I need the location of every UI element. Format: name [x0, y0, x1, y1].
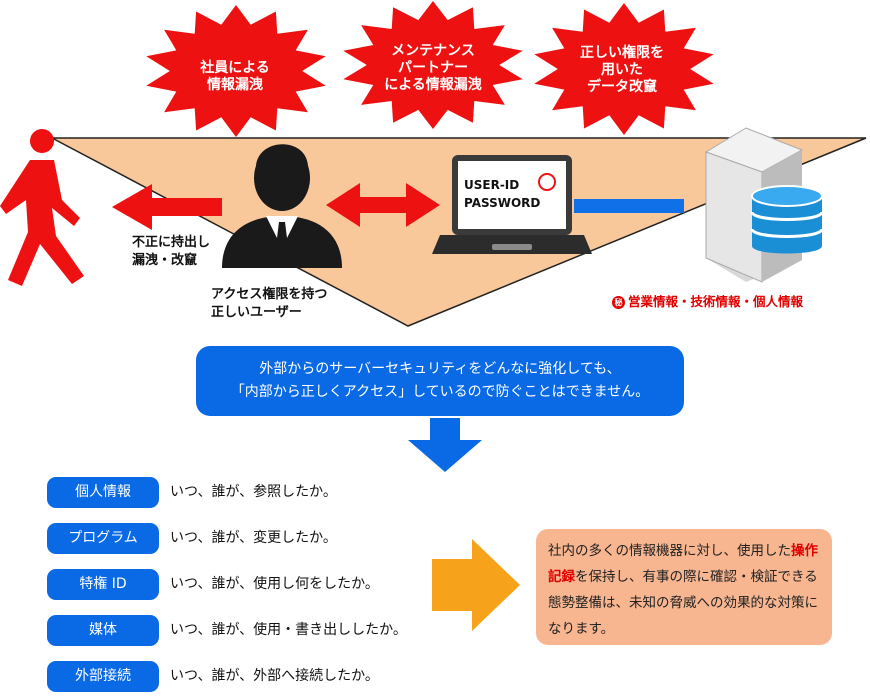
- summary-highlight: 操作記録: [548, 543, 818, 585]
- threat-label-2: メンテナンス パートナー による情報漏洩: [384, 43, 482, 93]
- message-line-2: 「内部から正しくアクセス」しているので防ぐことはできません。: [230, 384, 650, 400]
- message-line-1: 外部からのサーバーセキュリティをどんなに強化しても、: [259, 361, 621, 377]
- laptop-icon: [432, 155, 592, 254]
- tag-privileged-id: 特権 ID: [47, 569, 159, 600]
- threat-label-1: 社員による 情報漏洩: [200, 60, 270, 93]
- access-double-arrow: [326, 183, 440, 227]
- tag-external-connection: 外部接続: [47, 661, 159, 692]
- item-text-program: いつ、誰が、変更したか。: [170, 530, 337, 546]
- target-circle-icon: [538, 173, 556, 191]
- security-message-box: 外部からのサーバーセキュリティをどんなに強化しても、 「内部から正しくアクセス」…: [196, 346, 684, 416]
- user-icon: [222, 144, 342, 268]
- user-label: アクセス権限を持つ 正しいユーザー: [211, 287, 328, 320]
- leak-arrow: [112, 184, 222, 230]
- threat-burst-2: [343, 1, 523, 129]
- item-text-media: いつ、誰が、使用・書き出ししたか。: [170, 622, 407, 638]
- walking-person-icon: [0, 129, 84, 286]
- item-text-external-connection: いつ、誰が、外部へ接続したか。: [170, 668, 379, 684]
- tag-media: 媒体: [47, 615, 159, 646]
- confidential-mark-icon: 秘: [612, 296, 625, 309]
- summary-box: 社内の多くの情報機器に対し、使用した操作記録を保持し、有事の際に確認・検証できる…: [536, 529, 832, 645]
- threat-burst-3: [534, 3, 714, 135]
- login-fields-label: USER-ID PASSWORD: [464, 178, 541, 210]
- summary-text-post: を保持し、有事の際に確認・検証できる態勢整備は、未知の脅威への効果的な対策になり…: [548, 569, 818, 637]
- threat-burst-1: [146, 5, 326, 137]
- threat-label-3: 正しい権限を 用いた データ改竄: [580, 45, 664, 95]
- conclusion-arrow: [432, 539, 520, 631]
- confidential-legend: 秘営業情報・技術情報・個人情報: [612, 291, 803, 310]
- tag-program: プログラム: [47, 523, 159, 554]
- item-text-privileged-id: いつ、誰が、使用し何をしたか。: [170, 576, 379, 592]
- item-text-personal-info: いつ、誰が、参照したか。: [170, 484, 337, 500]
- legend-text: 営業情報・技術情報・個人情報: [628, 294, 804, 309]
- tag-personal-info: 個人情報: [47, 477, 159, 508]
- leak-label: 不正に持出し 漏洩・改竄: [132, 235, 211, 268]
- summary-text-pre: 社内の多くの情報機器に対し、使用した: [548, 543, 791, 559]
- down-arrow: [408, 418, 482, 472]
- server-database-icon: [704, 127, 824, 283]
- network-connector: [574, 199, 684, 213]
